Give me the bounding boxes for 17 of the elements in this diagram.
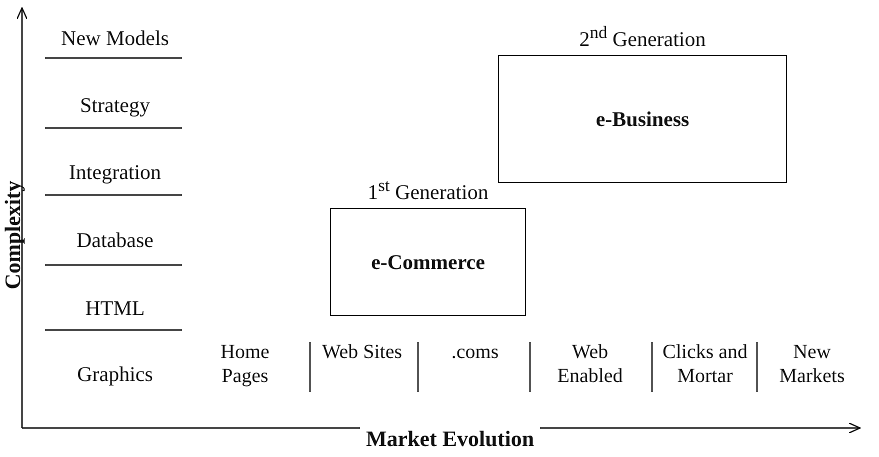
level-label: Database [76, 228, 154, 253]
level-label: HTML [84, 296, 146, 321]
generation-heading: 2$^{nd}$ Generation [578, 22, 707, 52]
stage-label: .coms [450, 340, 500, 364]
stage-box: e-Business [498, 55, 787, 183]
level-label: Graphics [76, 362, 154, 387]
level-label: Integration [68, 160, 162, 185]
stage-box: e-Commerce [330, 208, 526, 316]
axis-title: Complexity [0, 180, 26, 292]
stage-label: New Markets [778, 340, 846, 388]
stage-label: Web Sites [320, 340, 404, 364]
stage-label: Web Enabled [556, 340, 624, 388]
generation-heading: 1$^{st}$ Generation [366, 175, 490, 205]
stage-label: Clicks and Mortar [662, 340, 748, 388]
stage-label: Home Pages [220, 340, 270, 388]
level-label: Strategy [79, 93, 151, 118]
level-label: New Models [60, 26, 170, 51]
